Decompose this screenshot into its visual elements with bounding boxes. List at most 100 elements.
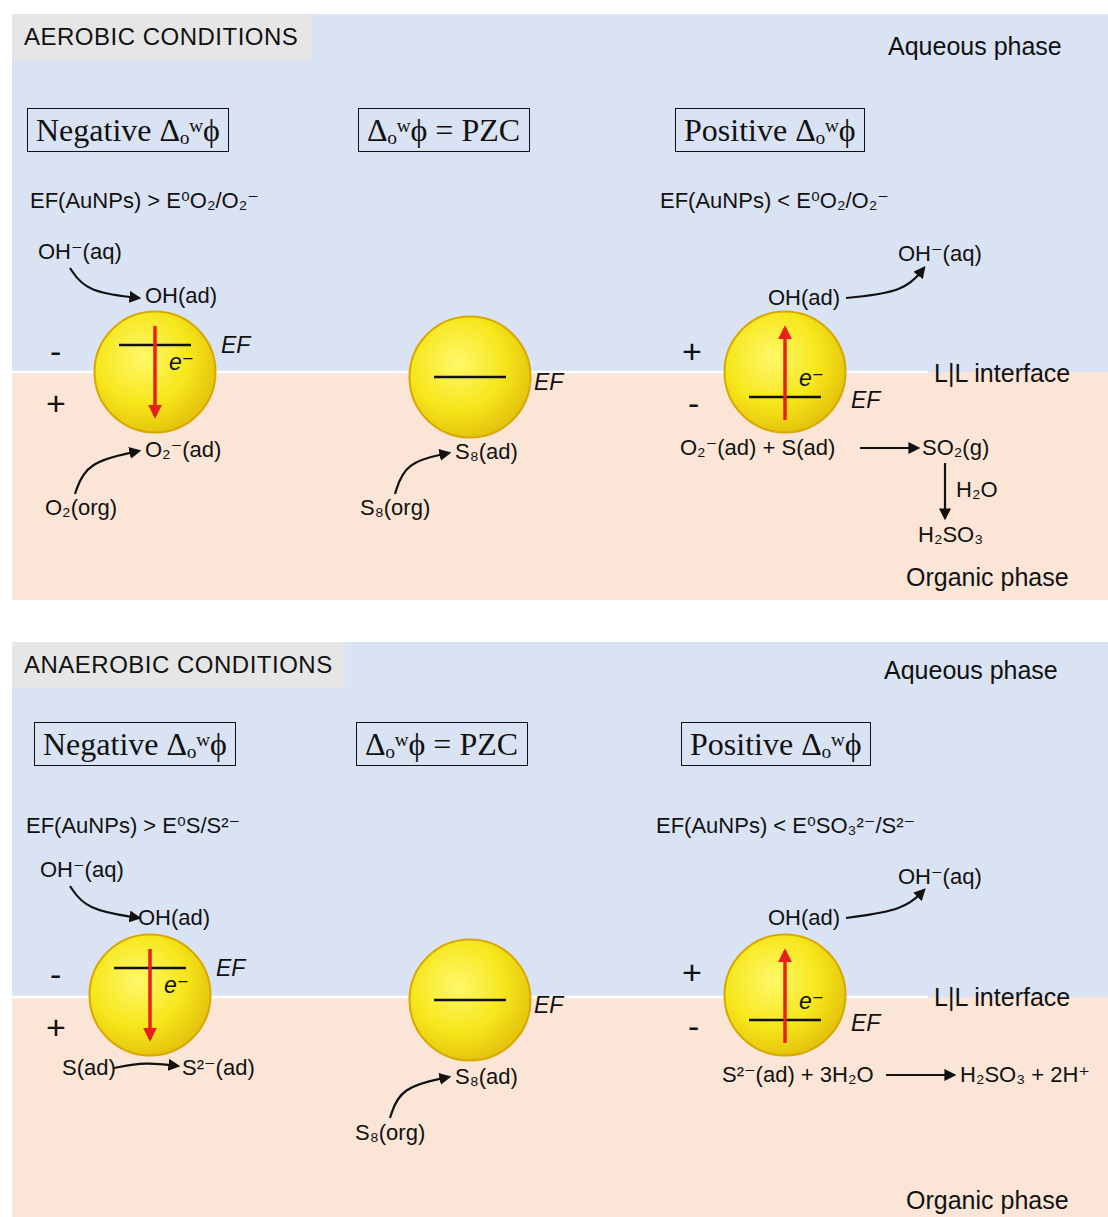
reaction-arrow: [860, 447, 918, 449]
nanoparticle-figure: [723, 933, 847, 1057]
particle-outline: [90, 935, 211, 1056]
charge-sign: +: [46, 1008, 66, 1047]
condition-text: EF(AuNPs) > E⁰S/S²⁻: [26, 813, 240, 838]
species-label: S(ad): [62, 1055, 116, 1080]
potential-heading: Negative Δₒʷϕ: [27, 108, 229, 152]
species-label: OH⁻(aq): [40, 857, 124, 882]
particle-outline: [95, 312, 216, 433]
species-label: OH(ad): [138, 905, 210, 930]
gold-nanoparticle: EF: [408, 315, 532, 439]
species-label: S²⁻(ad): [182, 1055, 255, 1080]
reaction-arrow: [114, 1064, 178, 1068]
charge-sign: -: [50, 955, 61, 994]
species-label: OH⁻(aq): [898, 864, 982, 889]
potential-heading: Positive Δₒʷϕ: [675, 108, 865, 152]
fermi-label: EF: [221, 332, 250, 359]
heading-text: Negative Δₒʷϕ: [36, 111, 220, 149]
heading-text: Negative Δₒʷϕ: [43, 725, 227, 763]
gold-nanoparticle: e⁻EF: [88, 933, 212, 1057]
electron-label: e⁻: [799, 365, 824, 392]
species-label: OH(ad): [145, 283, 217, 308]
condition-title: AEROBIC CONDITIONS: [12, 14, 311, 60]
electron-transfer-arrow: [783, 951, 787, 1043]
heading-text: Δₒʷϕ = PZC: [367, 111, 521, 149]
reaction-arrow: [70, 268, 139, 298]
particle-outline: [725, 312, 846, 433]
species-label: OH(ad): [768, 285, 840, 310]
condition-text: EF(AuNPs) > E⁰O₂/O₂⁻: [30, 188, 259, 213]
condition-text: EF(AuNPs) < E⁰SO₃²⁻/S²⁻: [656, 813, 915, 838]
species-label: H₂O: [956, 477, 998, 502]
fermi-label: EF: [216, 955, 245, 982]
species-label: S₈(ad): [455, 1064, 518, 1089]
species-label: OH⁻(aq): [898, 241, 982, 266]
species-label: SO₂(g): [922, 435, 989, 460]
condition-title: ANAEROBIC CONDITIONS: [12, 642, 345, 688]
potential-heading: Δₒʷϕ = PZC: [358, 108, 530, 152]
particle-outline: [725, 935, 846, 1056]
gold-nanoparticle: e⁻EF: [93, 310, 217, 434]
nanoparticle-figure: [88, 933, 212, 1057]
species-label: S₈(ad): [455, 439, 518, 464]
gold-nanoparticle: e⁻EF: [723, 933, 847, 1057]
fermi-label: EF: [534, 369, 563, 396]
phase-label: Organic phase: [906, 1186, 1069, 1215]
gold-nanoparticle: e⁻EF: [723, 310, 847, 434]
condition-text: EF(AuNPs) < E⁰O₂/O₂⁻: [660, 188, 889, 213]
title-text: AEROBIC CONDITIONS: [24, 23, 299, 51]
potential-heading: Δₒʷϕ = PZC: [356, 722, 528, 766]
electron-label: e⁻: [169, 349, 194, 376]
fermi-label: EF: [851, 1010, 880, 1037]
reaction-arrow: [390, 1077, 449, 1118]
title-text: ANAEROBIC CONDITIONS: [24, 651, 333, 679]
fermi-level: [434, 999, 506, 1002]
reaction-arrow: [846, 890, 924, 918]
charge-sign: +: [46, 384, 66, 423]
species-label: S₈(org): [355, 1120, 425, 1145]
heading-text: Positive Δₒʷϕ: [684, 111, 856, 149]
nanoparticle-figure: [93, 310, 217, 434]
species-label: OH⁻(aq): [38, 239, 122, 264]
species-label: S₈(org): [360, 495, 430, 520]
charge-sign: +: [682, 332, 702, 371]
species-label: H₂SO₃ + 2H⁺: [960, 1062, 1090, 1087]
species-label: O₂⁻(ad) + S(ad): [680, 435, 835, 460]
heading-text: Positive Δₒʷϕ: [690, 725, 862, 763]
nanoparticle-figure: [408, 315, 532, 439]
fermi-level: [434, 376, 506, 379]
charge-sign: -: [688, 384, 699, 423]
particle-outline: [410, 940, 531, 1061]
particle-outline: [410, 317, 531, 438]
species-label: O₂(org): [45, 495, 117, 520]
reaction-arrow: [75, 451, 139, 494]
electron-label: e⁻: [799, 988, 824, 1015]
phase-label: Organic phase: [906, 563, 1069, 592]
species-label: H₂SO₃: [918, 522, 983, 547]
reaction-arrow: [70, 886, 139, 918]
fermi-label: EF: [534, 992, 563, 1019]
electron-label: e⁻: [164, 972, 189, 999]
phase-label: Aqueous phase: [888, 32, 1062, 61]
charge-sign: +: [682, 953, 702, 992]
species-label: OH(ad): [768, 905, 840, 930]
nanoparticle-figure: [408, 938, 532, 1062]
potential-heading: Negative Δₒʷϕ: [34, 722, 236, 766]
reaction-arrow: [886, 1074, 954, 1076]
charge-sign: -: [688, 1007, 699, 1046]
interface-label: L|L interface: [934, 359, 1070, 388]
phase-label: Aqueous phase: [884, 656, 1058, 685]
reaction-arrow: [944, 463, 946, 518]
reaction-arrow: [395, 453, 449, 494]
charge-sign: -: [50, 332, 61, 371]
nanoparticle-figure: [723, 310, 847, 434]
potential-heading: Positive Δₒʷϕ: [681, 722, 871, 766]
fermi-label: EF: [851, 387, 880, 414]
species-label: O₂⁻(ad): [145, 437, 221, 462]
electron-transfer-arrow: [783, 328, 787, 420]
interface-label: L|L interface: [934, 983, 1070, 1012]
electron-transfer-arrow: [148, 949, 152, 1039]
gold-nanoparticle: EF: [408, 938, 532, 1062]
heading-text: Δₒʷϕ = PZC: [365, 725, 519, 763]
species-label: S²⁻(ad) + 3H₂O: [722, 1062, 874, 1087]
electron-transfer-arrow: [153, 326, 157, 416]
